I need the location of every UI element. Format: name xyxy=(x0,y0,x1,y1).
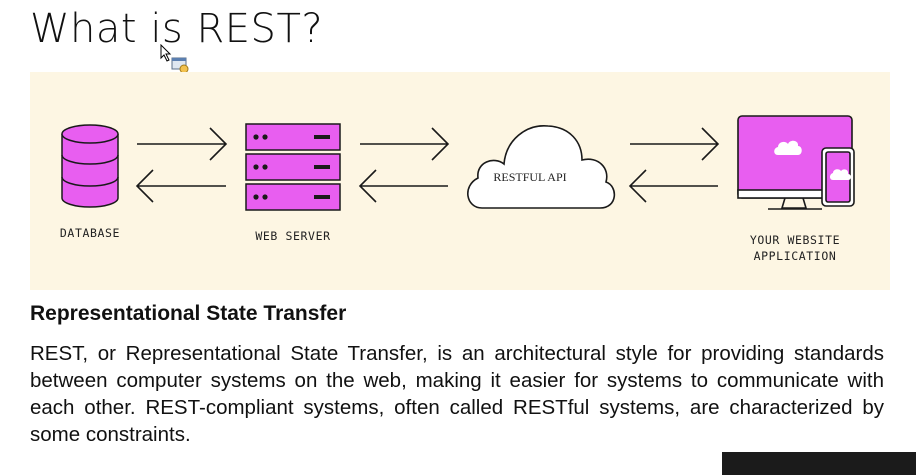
server-api-arrows xyxy=(358,127,450,203)
api-app-arrows xyxy=(628,127,720,203)
db-server-arrows xyxy=(135,127,228,203)
taskbar-thumbnail xyxy=(722,452,916,475)
restful-api-label: RESTFUL API xyxy=(493,170,567,184)
cursor-icon xyxy=(160,44,189,74)
phone-icon xyxy=(821,147,855,207)
app-label-line1: YOUR WEBSITE xyxy=(749,233,841,247)
web-server-label: WEB SERVER xyxy=(255,229,331,243)
web-server-icon xyxy=(245,123,341,211)
app-label-line2: APPLICATION xyxy=(753,249,837,263)
subheading: Representational State Transfer xyxy=(30,302,347,325)
cloud-icon xyxy=(467,125,616,209)
database-icon xyxy=(61,124,119,208)
slide-title: What is REST? xyxy=(30,6,324,52)
database-label: DATABASE xyxy=(59,226,121,240)
rest-architecture-diagram: DATABASE WEB SERVER RESTFUL API YOUR WEB… xyxy=(30,72,890,290)
body-paragraph: REST, or Representational State Transfer… xyxy=(30,342,884,446)
